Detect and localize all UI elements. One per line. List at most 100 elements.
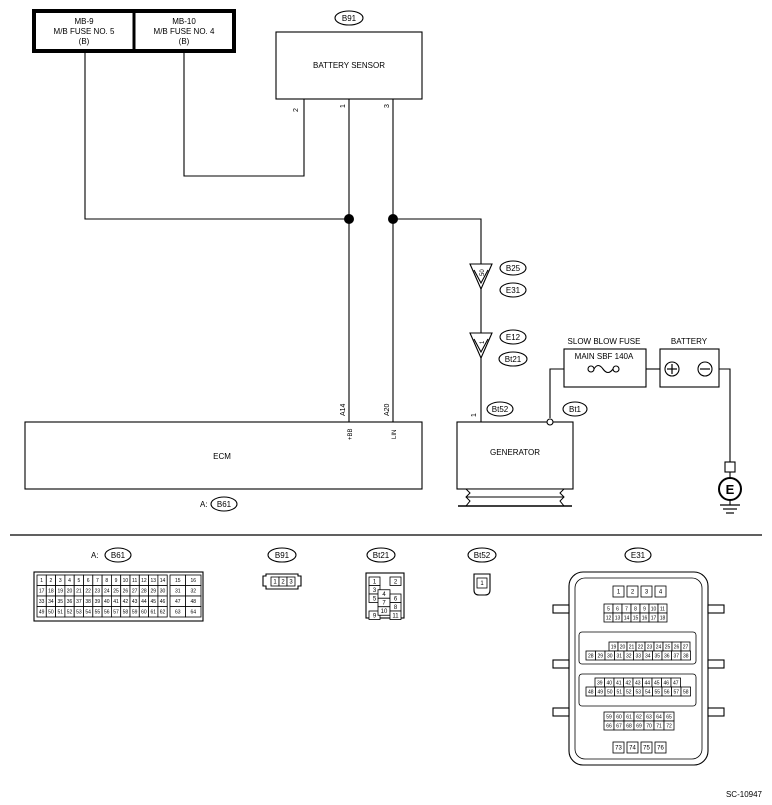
svg-text:1: 1 (480, 581, 484, 587)
svg-text:27: 27 (132, 589, 138, 595)
svg-text:3: 3 (289, 580, 293, 586)
svg-text:1: 1 (40, 578, 43, 584)
svg-text:61: 61 (626, 714, 632, 720)
svg-text:49: 49 (39, 610, 45, 616)
pin-e31-12: 12 (603, 612, 614, 623)
svg-text:30: 30 (607, 653, 613, 659)
pin-b61-52: 52 (64, 606, 75, 618)
pin-e31-1: 1 (612, 585, 625, 598)
svg-text:54: 54 (645, 689, 651, 695)
pin-b61-10: 10 (120, 574, 131, 586)
pin-b61-23: 23 (92, 585, 103, 597)
svg-text:47: 47 (175, 599, 181, 605)
svg-text:31: 31 (616, 653, 622, 659)
pin-e31-2: 2 (626, 585, 639, 598)
wires (84, 51, 731, 462)
pin-e31-22: 22 (635, 641, 646, 652)
svg-text:1: 1 (617, 590, 621, 596)
pin-e31-72: 72 (663, 720, 675, 731)
svg-text:63: 63 (646, 714, 652, 720)
pin-e31-25: 25 (662, 641, 673, 652)
pin-e31-27: 27 (680, 641, 691, 652)
pin-e31-9: 9 (639, 603, 650, 614)
pin-b61-34: 34 (45, 595, 56, 607)
inline-connector-b25-e31: 50 B25 E31 (469, 260, 527, 298)
pin-b61-1: 1 (36, 574, 47, 586)
svg-text:40: 40 (606, 680, 612, 686)
svg-text:25: 25 (665, 644, 671, 650)
pin-e31-55: 55 (652, 686, 663, 697)
svg-text:8: 8 (634, 606, 637, 612)
svg-text:51: 51 (616, 689, 622, 695)
svg-text:39: 39 (95, 599, 101, 605)
svg-text:71: 71 (656, 723, 662, 729)
pin-bt21-1: 1 (368, 576, 381, 586)
svg-text:45: 45 (654, 680, 660, 686)
pin-b61-13: 13 (148, 574, 159, 586)
pin-e31-50: 50 (604, 686, 615, 697)
svg-text:43: 43 (635, 680, 641, 686)
svg-text:54: 54 (85, 610, 91, 616)
ecm: ECM A14 A20 +BB LIN A: B61 (24, 403, 423, 512)
pin-e31-69: 69 (633, 720, 645, 731)
svg-text:48: 48 (190, 599, 196, 605)
svg-text:53: 53 (76, 610, 82, 616)
pin-e31-19: 19 (608, 641, 619, 652)
pin-e31-7: 7 (621, 603, 632, 614)
svg-text:18: 18 (660, 615, 666, 621)
svg-text:66: 66 (606, 723, 612, 729)
pin-e31-33: 33 (633, 650, 644, 661)
pin-b61-44: 44 (138, 595, 150, 607)
battery-sensor-label: BATTERY SENSOR (313, 61, 385, 70)
tag-e31: E31 (506, 286, 521, 295)
svg-text:10: 10 (651, 606, 657, 612)
diagram-code: SC-10947 (726, 790, 763, 799)
svg-text:12: 12 (606, 615, 612, 621)
pin-b61-48: 48 (185, 595, 202, 607)
svg-text:46: 46 (663, 680, 669, 686)
b91-tag: B91 (275, 551, 290, 560)
pin-b61-31: 31 (169, 585, 186, 597)
svg-text:7: 7 (625, 606, 628, 612)
svg-text:11: 11 (392, 613, 399, 619)
ecm-conn-prefix: A: (200, 500, 208, 509)
pin-e31-29: 29 (595, 650, 606, 661)
svg-text:5: 5 (607, 606, 610, 612)
svg-text:9: 9 (643, 606, 646, 612)
battery-title: BATTERY (671, 337, 708, 346)
pin-e31-15: 15 (630, 612, 641, 623)
pin-e31-42: 42 (623, 677, 634, 688)
svg-text:2: 2 (281, 580, 285, 586)
pin-bt21-8: 8 (389, 602, 402, 612)
pin-e31-62: 62 (633, 711, 645, 722)
pin-e31-57: 57 (671, 686, 682, 697)
svg-text:29: 29 (150, 589, 156, 595)
svg-text:13: 13 (150, 578, 156, 584)
pin-b61-18: 18 (45, 585, 56, 597)
svg-text:11: 11 (132, 578, 137, 584)
svg-text:41: 41 (113, 599, 119, 605)
pin-e31-32: 32 (623, 650, 634, 661)
pin-b61-3: 3 (55, 574, 66, 586)
pin-b61-32: 32 (185, 585, 202, 597)
pin-e31-18: 18 (657, 612, 668, 623)
pin-e31-35: 35 (652, 650, 663, 661)
svg-text:25: 25 (113, 589, 119, 595)
pin-b61-46: 46 (157, 595, 168, 607)
sbf-label: MAIN SBF 140A (575, 352, 634, 361)
ecm-conn-tag: B61 (217, 500, 232, 509)
svg-text:59: 59 (606, 714, 612, 720)
pin-e31-59: 59 (603, 711, 615, 722)
pin-e31-44: 44 (642, 677, 653, 688)
svg-text:8: 8 (105, 578, 108, 584)
battery-sensor: B91 BATTERY SENSOR 2 1 3 (275, 10, 423, 112)
pin-b61-39: 39 (92, 595, 103, 607)
pin-e31-30: 30 (604, 650, 615, 661)
battery-sensor-tag: B91 (342, 14, 357, 23)
svg-text:63: 63 (175, 610, 181, 616)
pin-b61-35: 35 (55, 595, 66, 607)
pin-b91-1: 1 (270, 576, 280, 587)
svg-text:1: 1 (273, 580, 277, 586)
